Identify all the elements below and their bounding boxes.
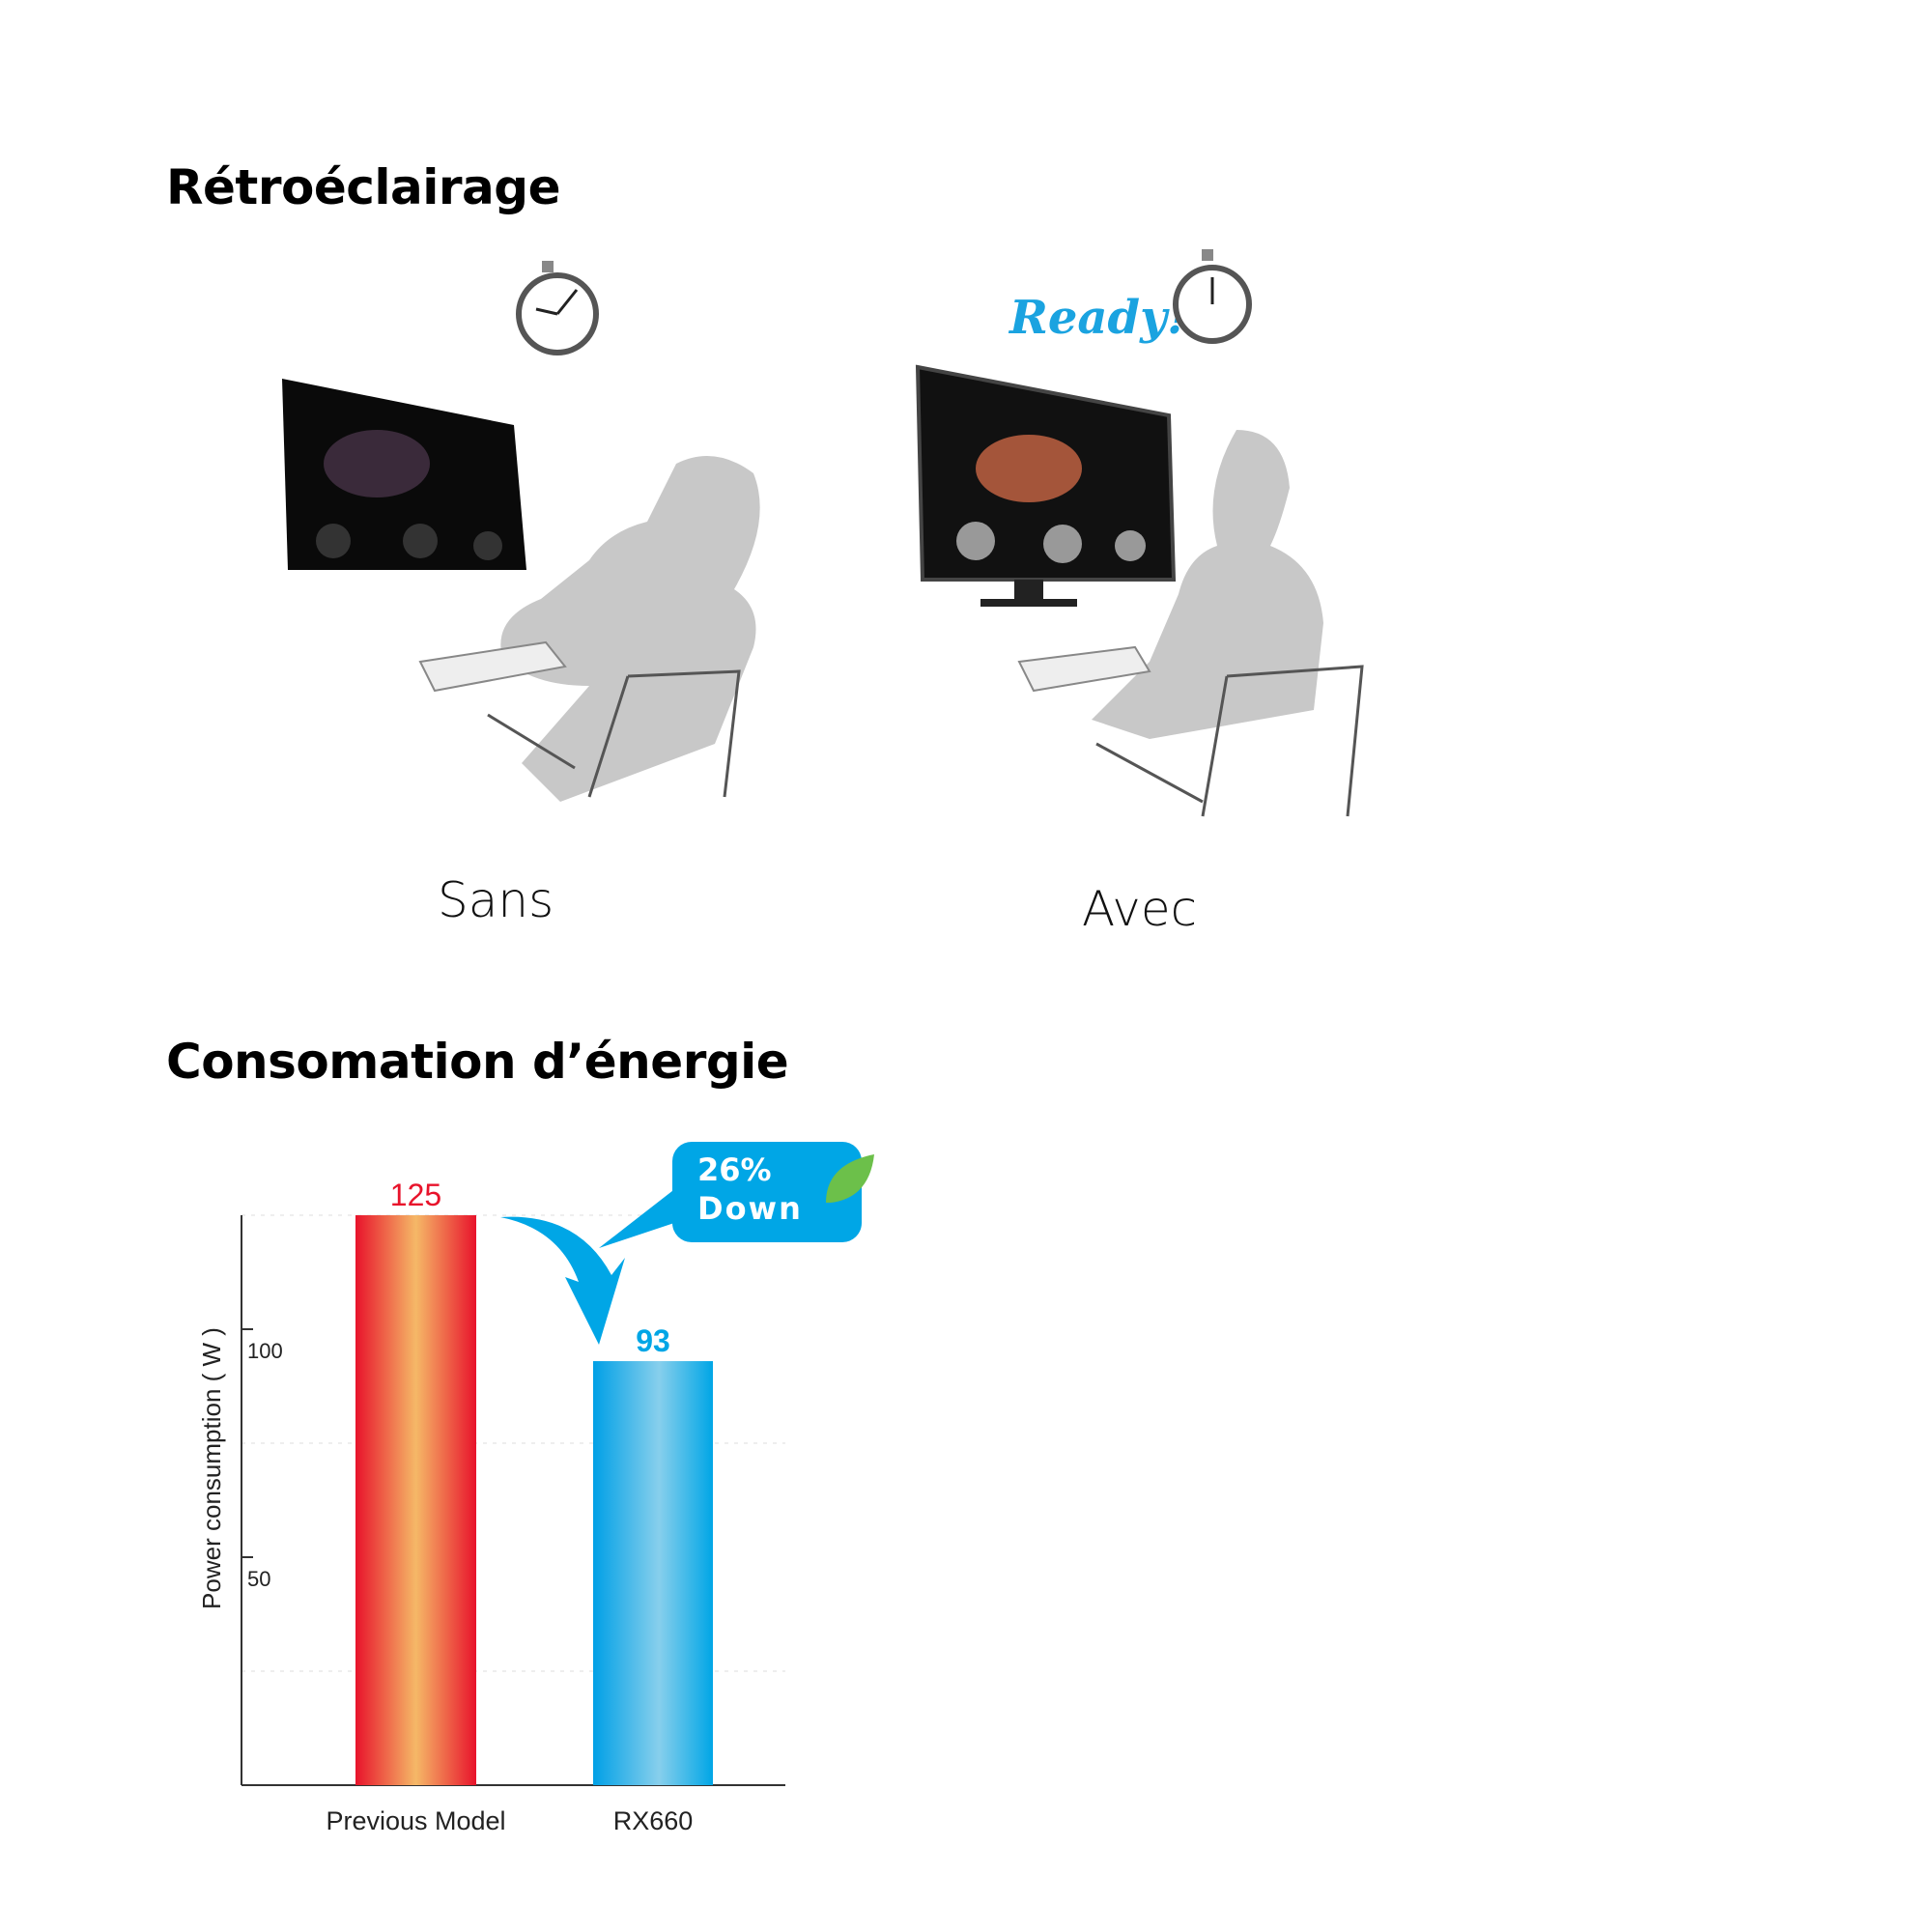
section-title-power: Consomation d’énergie: [166, 1034, 789, 1090]
monitor-dark-illustration: [282, 379, 526, 570]
section-title-backlight: Rétroéclairage: [166, 159, 561, 215]
bar-value-label: 125: [390, 1178, 441, 1212]
bar-1: [593, 1361, 713, 1785]
y-tick-label: 50: [247, 1567, 270, 1591]
bar-0: [355, 1215, 476, 1785]
y-axis-label: Power consumption ( W ): [197, 1327, 226, 1609]
reduction-badge: 26% Down: [599, 1142, 874, 1248]
stopwatch-icon: [516, 261, 599, 355]
arrow-down-icon: [500, 1216, 625, 1345]
caption-without: Sans: [438, 872, 554, 928]
leaf-icon: [826, 1154, 874, 1203]
person-working-illustration: [1017, 430, 1364, 817]
person-waiting-illustration: [418, 456, 760, 802]
stopwatch-icon: [1173, 249, 1252, 344]
x-tick-label: RX660: [613, 1806, 694, 1835]
y-tick-label: 100: [247, 1339, 283, 1363]
monitor-bright-illustration: [915, 364, 1177, 607]
caption-with: Avec: [1082, 881, 1198, 937]
ready-text: Ready!: [1008, 291, 1187, 345]
x-tick-label: Previous Model: [326, 1806, 505, 1835]
bar-value-label: 93: [636, 1323, 670, 1358]
badge-percent: 26%: [697, 1151, 772, 1188]
badge-label: Down: [697, 1190, 803, 1227]
